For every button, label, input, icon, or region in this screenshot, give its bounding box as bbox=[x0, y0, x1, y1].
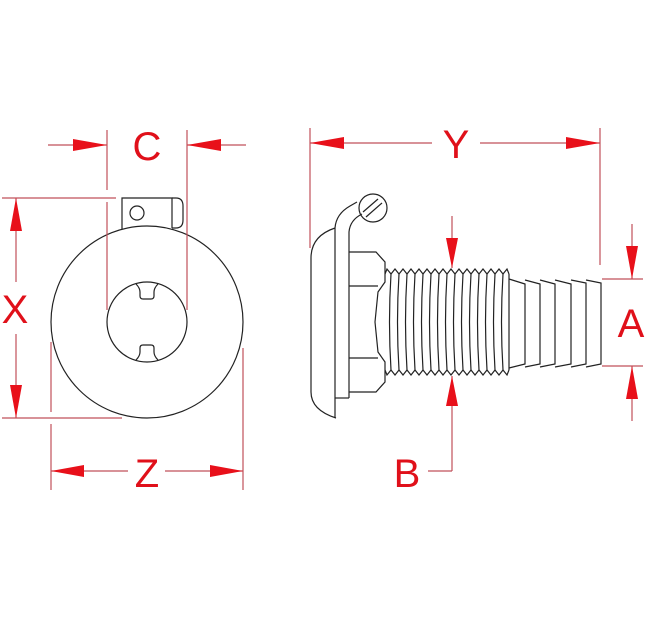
hex-nut bbox=[349, 251, 386, 393]
side-view bbox=[310, 193, 602, 419]
tab-rounded-end bbox=[172, 197, 184, 229]
outer-flange-circle bbox=[50, 225, 244, 419]
dimension-c: C bbox=[48, 125, 246, 310]
bore-notch-top bbox=[135, 283, 159, 300]
dimension-a: A bbox=[602, 224, 645, 421]
label-c: C bbox=[133, 125, 162, 169]
hinge-arm bbox=[334, 201, 358, 229]
tab-hole bbox=[129, 205, 145, 221]
label-b: B bbox=[394, 452, 421, 496]
label-z: Z bbox=[135, 452, 159, 496]
threaded-shank bbox=[384, 267, 510, 377]
inner-bore-circle bbox=[106, 281, 188, 363]
dimension-b: B bbox=[394, 216, 458, 496]
hinge-screw bbox=[358, 193, 388, 223]
flange-dome bbox=[310, 227, 337, 419]
screw-slot-1 bbox=[362, 198, 379, 213]
dimension-y: Y bbox=[309, 123, 601, 265]
dimension-z: Z bbox=[50, 342, 244, 496]
dimension-x: X bbox=[2, 197, 122, 419]
front-view bbox=[50, 197, 244, 419]
label-a: A bbox=[618, 302, 645, 346]
hose-barb bbox=[508, 278, 602, 369]
label-y: Y bbox=[443, 123, 470, 167]
label-x: X bbox=[2, 288, 29, 332]
mounting-tab bbox=[121, 197, 173, 229]
hinge-arm-inner bbox=[348, 213, 363, 246]
screw-slot-2 bbox=[365, 202, 383, 218]
bore-notch-bottom bbox=[135, 344, 159, 361]
